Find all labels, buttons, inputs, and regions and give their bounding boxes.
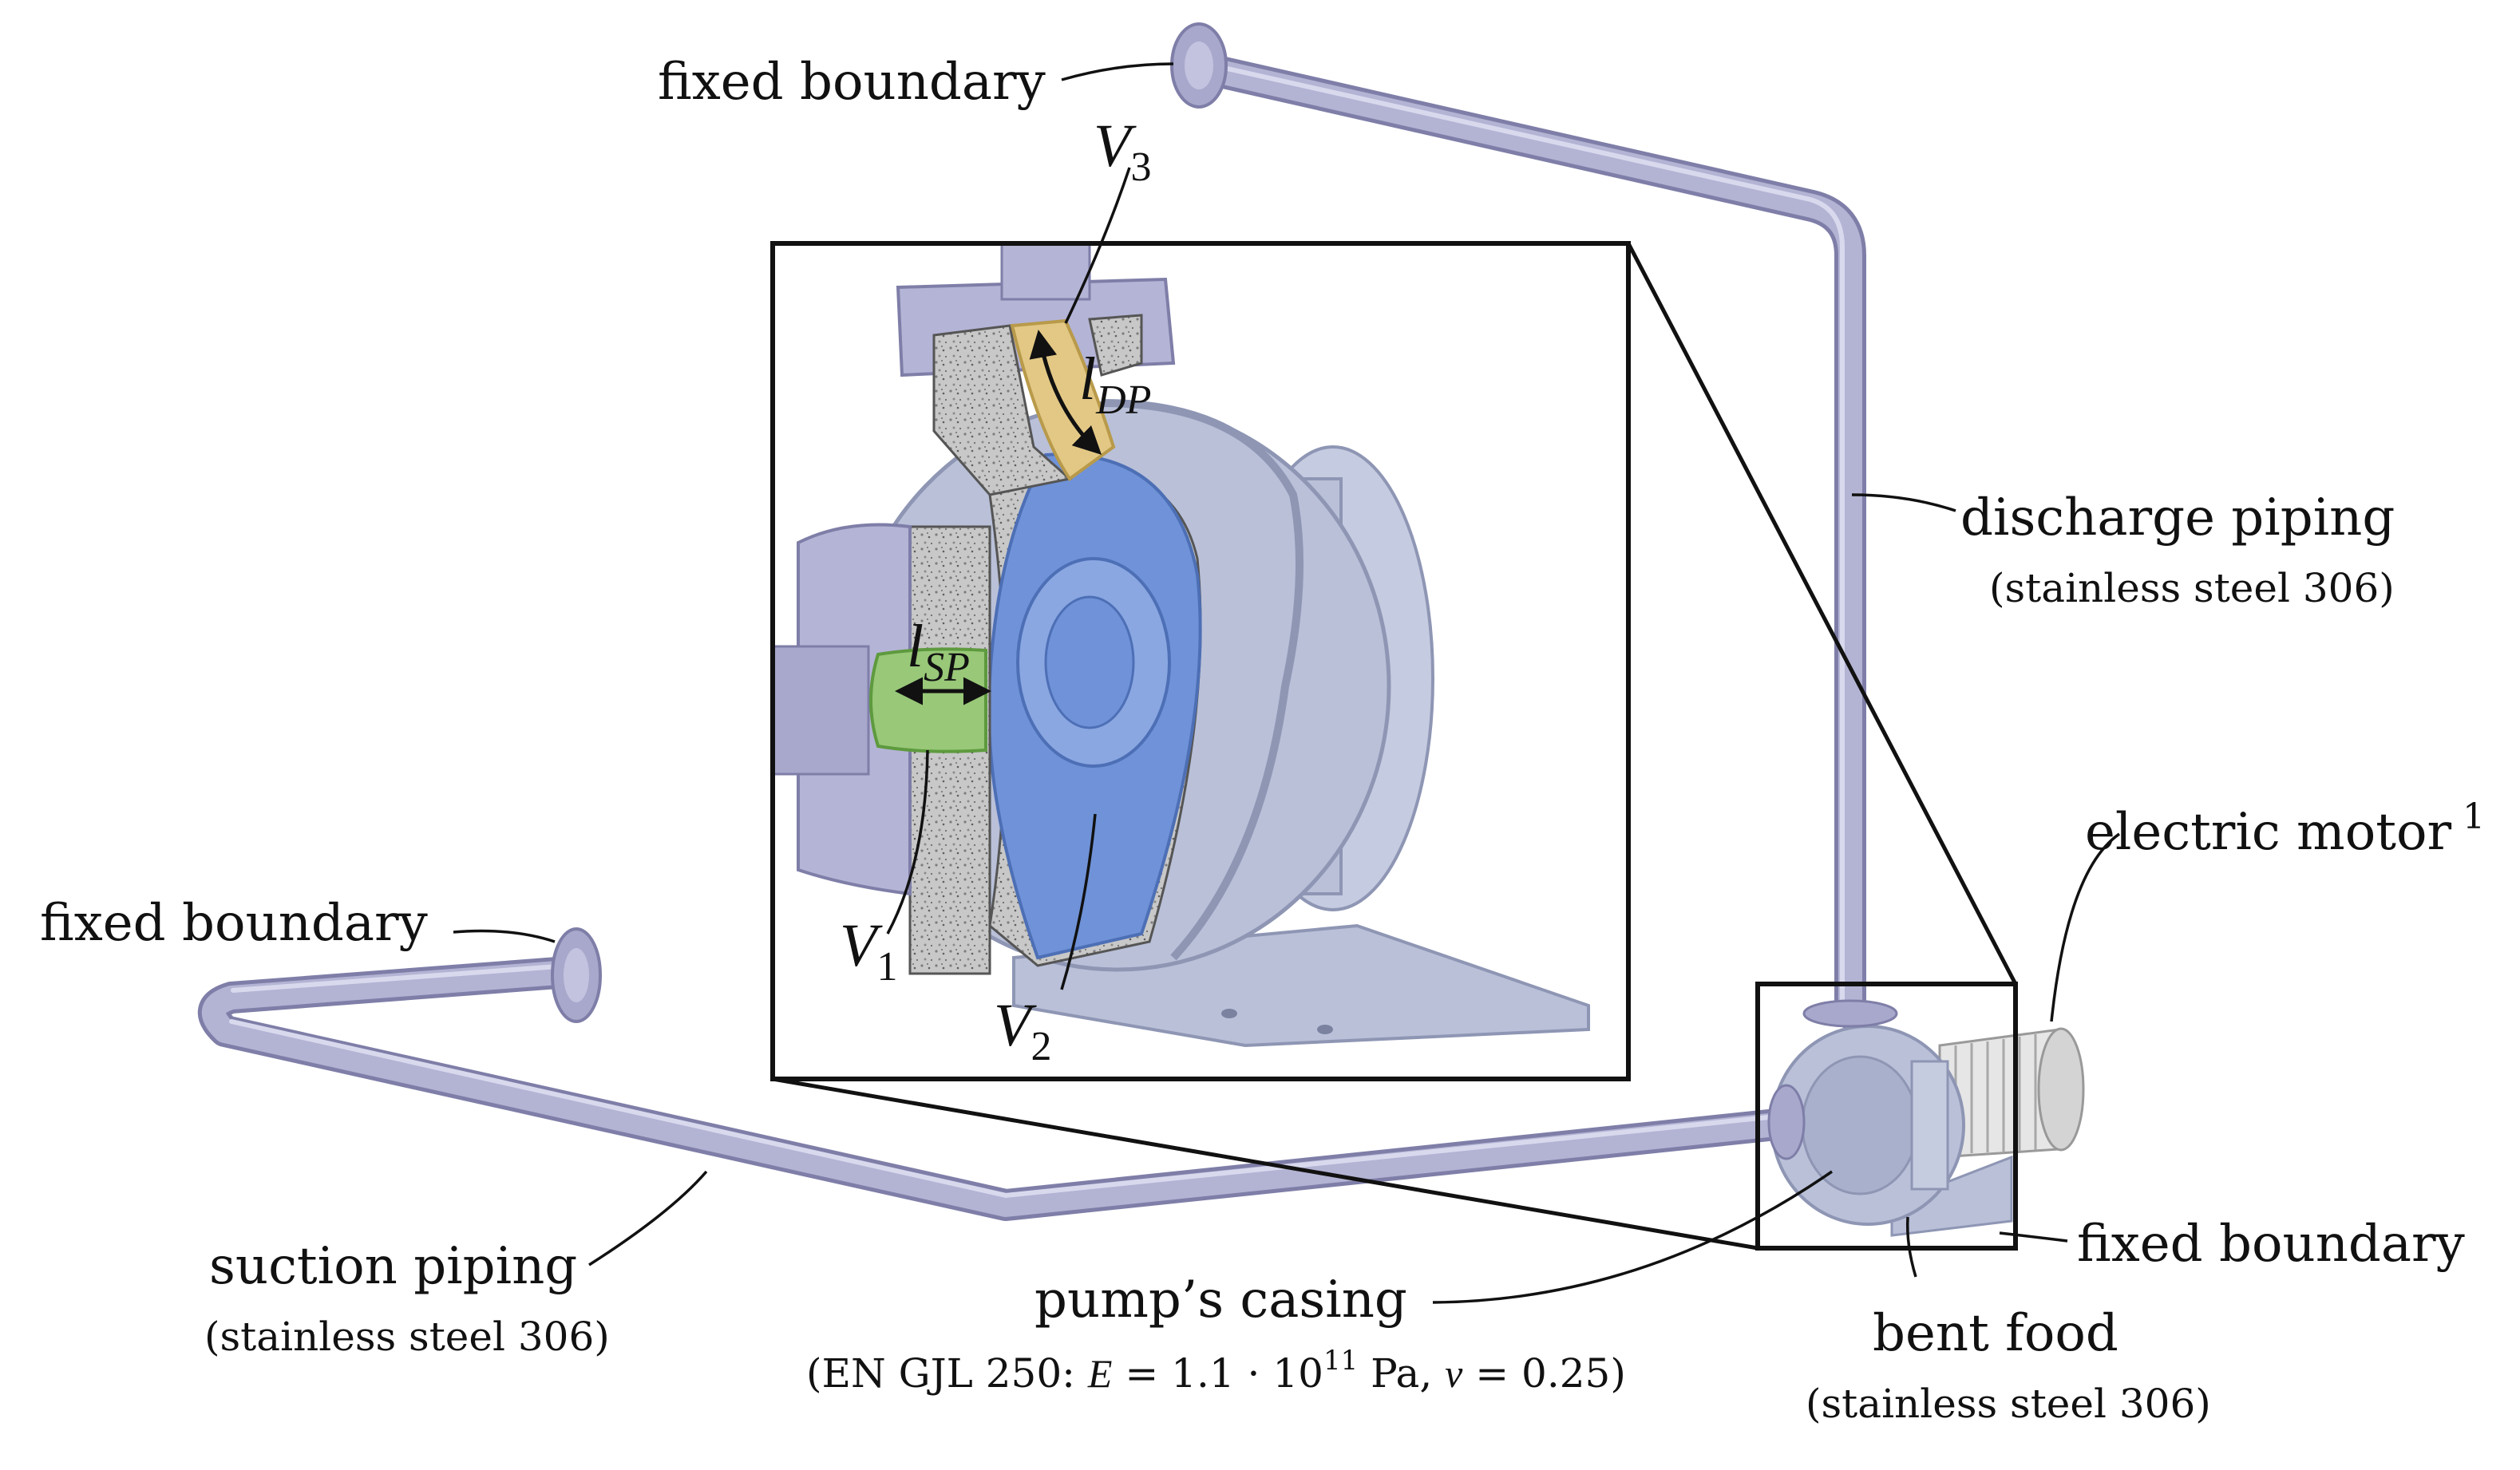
- symbol-v2: V2: [994, 992, 1051, 1069]
- zoom-region-box: [1755, 982, 2018, 1251]
- label-suction-piping: suction piping: [209, 1237, 577, 1296]
- label-pumps-casing: pump’s casing: [1035, 1270, 1407, 1330]
- label-bent-food-material: (stainless steel 306): [1806, 1381, 2211, 1427]
- label-casing-material: (EN GJL 250: E = 1.1 · 1011 Pa, ν = 0.25…: [806, 1345, 1626, 1397]
- leader-lines: [453, 62, 2120, 1304]
- inset-border: [770, 241, 1631, 1081]
- zoom-connector-lines: [772, 242, 2018, 1251]
- label-fixed-boundary-right: fixed boundary: [2077, 1215, 2465, 1274]
- label-discharge-material: (stainless steel 306): [1989, 565, 2395, 611]
- label-bent-food: bent food: [1873, 1304, 2118, 1363]
- bent-foot: [1890, 1155, 2013, 1237]
- pump-assembly-small: [1767, 999, 2085, 1237]
- symbol-v1: V1: [840, 912, 897, 990]
- label-suction-material: (stainless steel 306): [204, 1314, 610, 1360]
- discharge-piping: [1170, 22, 1866, 1029]
- symbol-l-dp: lDP: [1079, 346, 1151, 423]
- electric-motor: [1938, 1027, 2085, 1159]
- label-discharge-piping: discharge piping: [1960, 488, 2395, 547]
- symbol-l-sp: lSP: [907, 613, 970, 690]
- cross-section-inset: [770, 241, 1631, 1081]
- suction-piping: [198, 927, 1800, 1221]
- length-arrow-discharge: [1029, 330, 1102, 455]
- labels: fixed boundary discharge piping (stainle…: [40, 53, 2485, 1427]
- label-fixed-boundary-left: fixed boundary: [40, 894, 428, 953]
- symbol-v3: V3: [1094, 113, 1151, 190]
- label-fixed-boundary-top: fixed boundary: [658, 53, 1046, 112]
